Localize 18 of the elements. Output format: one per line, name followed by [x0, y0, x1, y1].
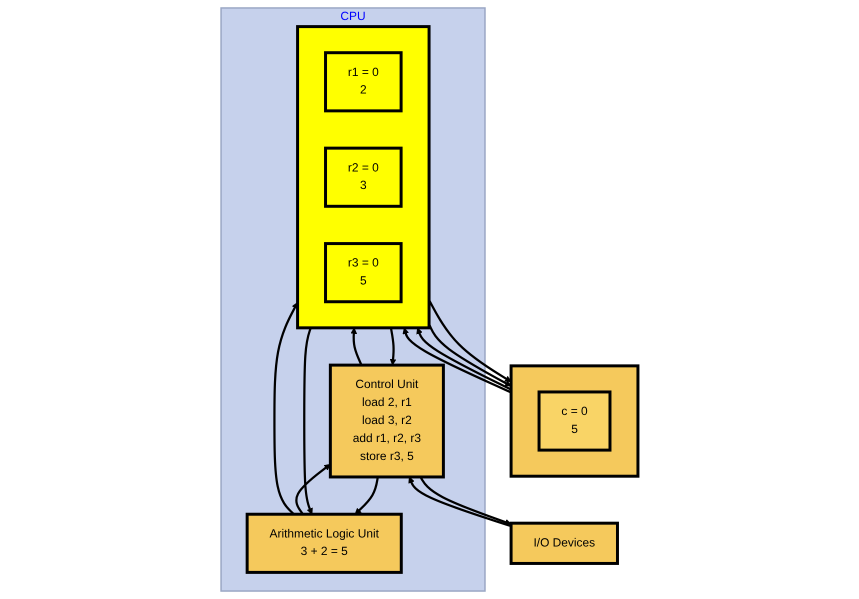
- arrow: [428, 324, 512, 386]
- arrow: [295, 464, 331, 515]
- arrow: [350, 328, 362, 366]
- arrow: [354, 476, 379, 515]
- node-box: Arithmetic Logic Unit 3 + 2 = 5: [246, 512, 403, 574]
- arrow: [303, 327, 313, 515]
- node-box: r2 = 0 3: [324, 146, 403, 208]
- cluster: [296, 25, 431, 330]
- node-box: r3 = 0 5: [324, 242, 403, 304]
- arrow: [402, 328, 512, 394]
- arrow: [390, 328, 396, 366]
- node-box: r1 = 0 2: [324, 51, 403, 112]
- node-box: Control Unit load 2, r1 load 3, r2 add r1, r2, r3 store r3, 5: [328, 364, 445, 478]
- arrow: [273, 302, 298, 516]
- node-box: c = 0 5: [538, 390, 612, 452]
- node-box: I/O Devices: [510, 522, 619, 565]
- arrow: [416, 328, 512, 391]
- cluster: [510, 364, 640, 478]
